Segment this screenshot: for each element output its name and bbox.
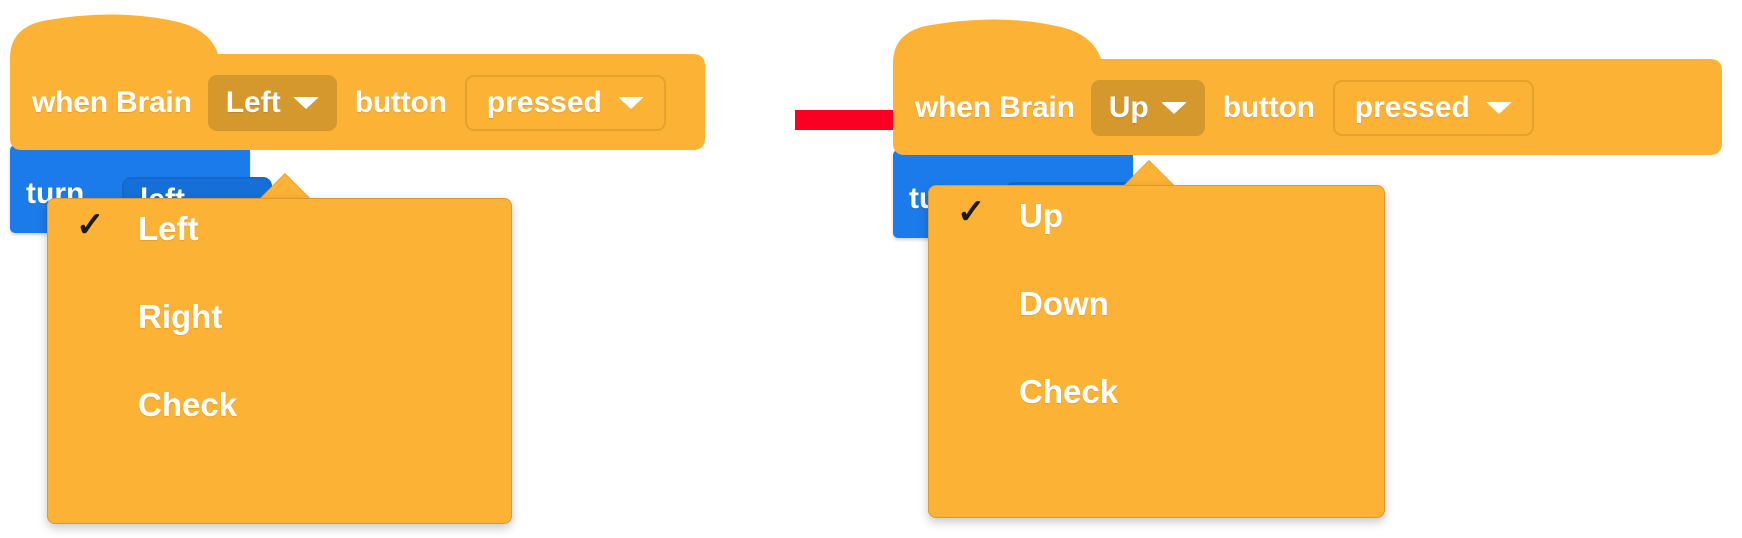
event-state-dropdown-value: pressed [1354,91,1470,124]
brain-button-dropdown-value: Left [225,86,281,119]
hat-block-row: when Brain Up button pressed [915,79,1534,137]
dropdown-item-label: Check [138,386,238,423]
brain-button-dropdown-after[interactable]: Up [1090,80,1205,136]
chevron-down-icon [1485,102,1512,114]
chevron-down-icon [1160,102,1187,114]
check-icon: ✓ [957,193,986,231]
dropdown-pointer-before [259,174,311,200]
dropdown-item[interactable]: ✓ Left [48,205,511,249]
dropdown-item[interactable]: Check [929,368,1384,412]
brain-button-dropdown-value: Up [1108,91,1149,124]
button-label: button [354,86,447,119]
when-brain-label: when Brain [32,86,192,119]
dropdown-item[interactable]: Check [48,381,511,425]
chevron-down-icon [292,97,319,109]
button-label: button [1222,91,1315,124]
dropdown-item-label: Up [1019,197,1063,234]
brain-button-dropdown-before[interactable]: Left [207,75,337,131]
chevron-down-icon [617,97,644,109]
right-arrow-shaft [795,110,915,130]
dropdown-item-label: Right [138,298,223,335]
dropdown-item[interactable]: ✓ Up [929,192,1384,236]
event-state-dropdown-before[interactable]: pressed [464,75,666,131]
dropdown-item[interactable]: Down [929,280,1384,324]
when-brain-label: when Brain [915,91,1075,124]
event-hat-block-before[interactable]: when Brain Left button pressed [10,12,705,151]
hat-block-row: when Brain Left button pressed [32,74,666,132]
event-state-dropdown-value: pressed [486,86,602,119]
event-state-dropdown-after[interactable]: pressed [1332,80,1534,136]
check-icon: ✓ [76,206,105,244]
dropdown-menu-after[interactable]: ✓ Up Down Check [928,185,1385,518]
dropdown-item-label: Check [1019,373,1119,410]
dropdown-item-label: Down [1019,285,1109,322]
dropdown-pointer-after [1123,161,1175,187]
dropdown-item[interactable]: Right [48,293,511,337]
dropdown-item-label: Left [138,210,199,247]
event-hat-block-after[interactable]: when Brain Up button pressed [893,17,1722,156]
dropdown-menu-before[interactable]: ✓ Left Right Check [47,198,512,524]
